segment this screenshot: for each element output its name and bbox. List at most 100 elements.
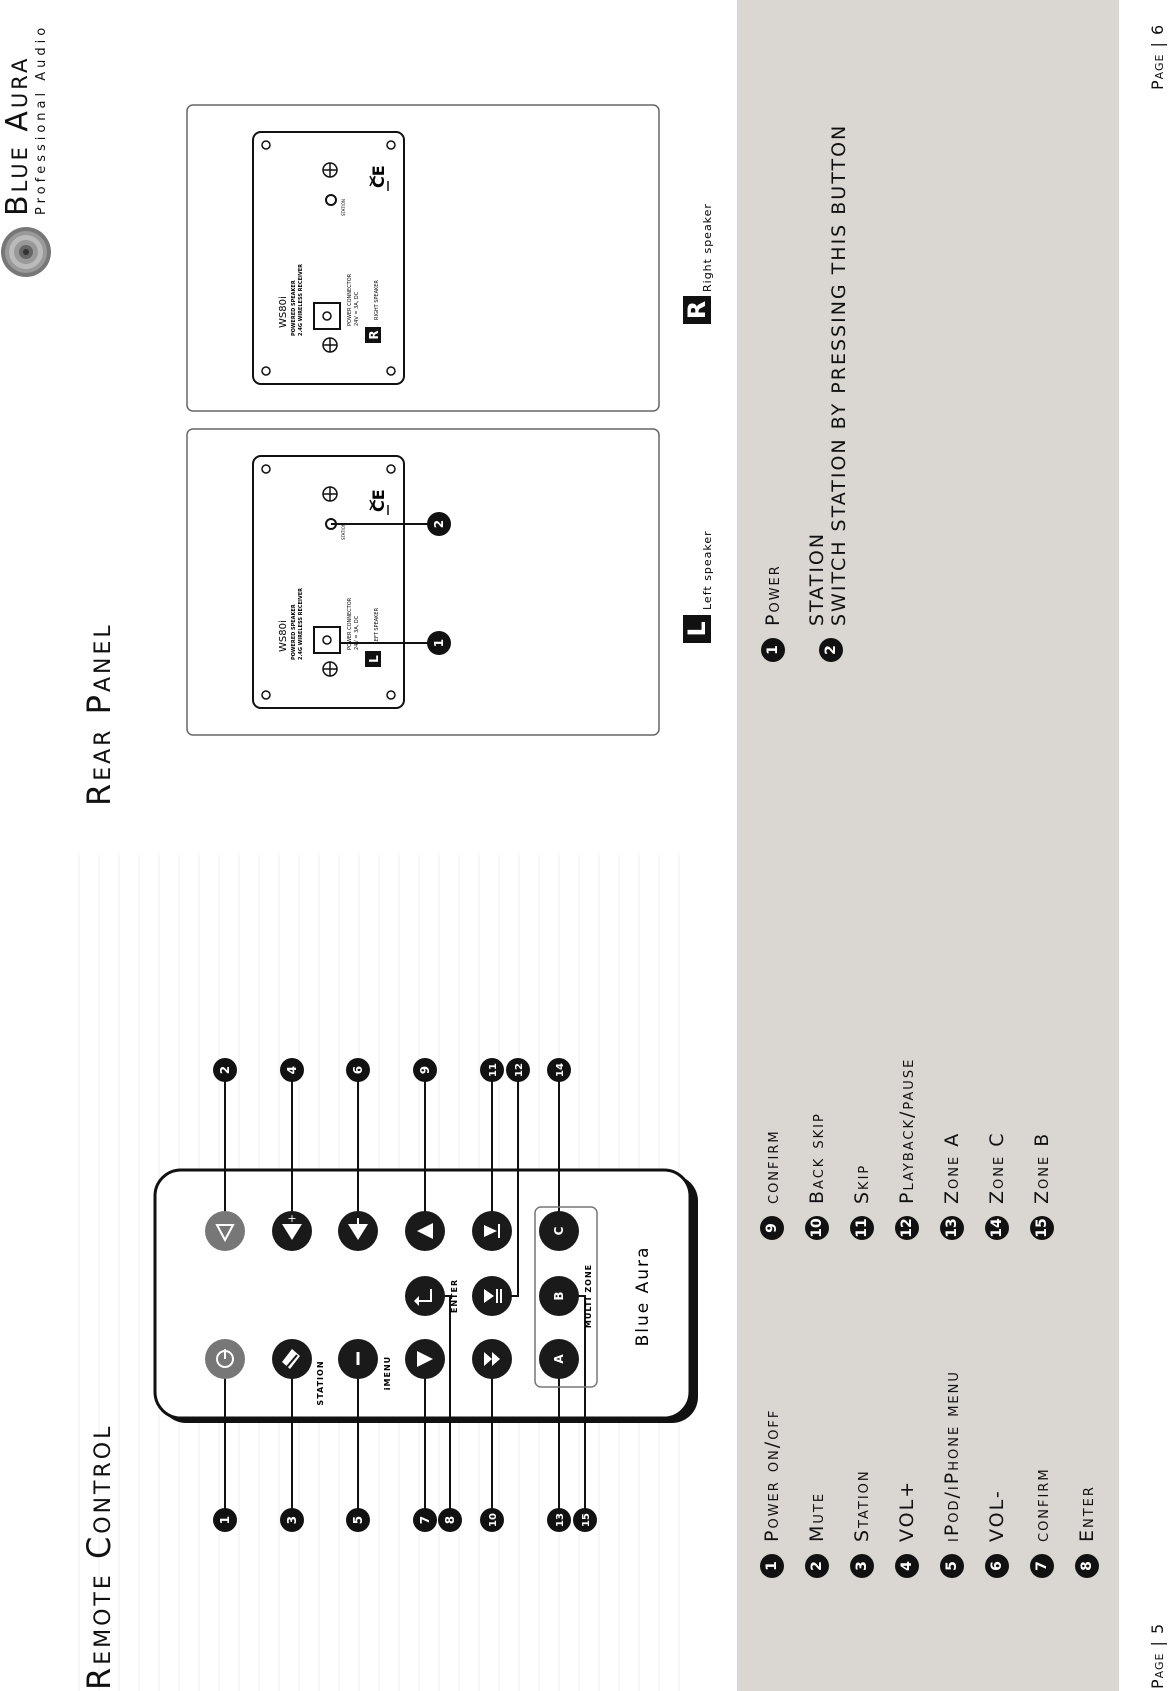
power-button[interactable] <box>205 1339 245 1379</box>
legend-label: VOL- <box>986 1489 1008 1542</box>
svg-text:14: 14 <box>555 1063 566 1077</box>
right-ws80i-label: WS80i <box>278 296 289 328</box>
confirm-left-button[interactable] <box>405 1211 445 1251</box>
legend-number: 1 <box>760 1554 784 1578</box>
legend-number: 14 <box>985 1216 1009 1240</box>
legend-label: Playback/pause <box>896 1057 918 1204</box>
vol-up-button[interactable]: + <box>272 1211 312 1251</box>
legend-number: 11 <box>850 1216 874 1240</box>
callout-11: 11 <box>480 1058 504 1082</box>
legend-label: confirm <box>761 1129 783 1204</box>
left-ws80i-label: WS80i <box>278 620 289 652</box>
left-plate-L-badge <box>365 651 381 667</box>
legend-number: 9 <box>760 1216 784 1240</box>
legend-label: Enter <box>1076 1485 1098 1542</box>
callout-2: 2 <box>213 1058 237 1082</box>
mute-button[interactable] <box>205 1211 245 1251</box>
svg-text:LEFT SPEAKER: LEFT SPEAKER <box>374 607 380 644</box>
svg-text:12: 12 <box>514 1063 525 1077</box>
svg-text:9: 9 <box>418 1066 432 1074</box>
callout-12: 12 <box>506 1058 530 1082</box>
enter-label: ENTER <box>450 1279 459 1313</box>
svg-text:3: 3 <box>285 1516 299 1524</box>
callout-6: 6 <box>346 1058 370 1082</box>
svg-text:POWER CONNECTOR: POWER CONNECTOR <box>347 597 353 650</box>
svg-text:CE: CE <box>369 165 388 188</box>
right-speaker-caption: Right speaker <box>701 203 714 292</box>
svg-text:6: 6 <box>351 1066 365 1074</box>
callout-7: 7 <box>413 1508 437 1532</box>
rear-panel-diagram: WS80i POWERED SPEAKER 2.4G WIRELESS RECE… <box>186 104 714 736</box>
legend-label: Zone C <box>986 1131 1008 1205</box>
legend-number: 15 <box>1030 1216 1054 1240</box>
zone-c-button[interactable]: C <box>539 1211 579 1251</box>
station-button[interactable] <box>272 1339 312 1379</box>
right-power-connector[interactable] <box>313 302 341 330</box>
page-number-left: Page | 5 <box>1148 1622 1167 1689</box>
legend-item-13: 13 Zone A <box>940 1132 964 1240</box>
svg-text:2: 2 <box>218 1066 232 1074</box>
zone-c-letter: C <box>552 1226 566 1235</box>
left-power-connector[interactable] <box>313 626 341 654</box>
multizone-frame <box>534 1206 598 1388</box>
remote-brand-label: Blue Aura <box>633 1246 653 1347</box>
imenu-button[interactable] <box>338 1339 378 1379</box>
legend-number: 13 <box>940 1216 964 1240</box>
svg-text:24V = 3A, DC: 24V = 3A, DC <box>354 291 360 326</box>
legend-number: 6 <box>985 1554 1009 1578</box>
legend-number: 2 <box>819 638 843 662</box>
callout-9: 9 <box>413 1058 437 1082</box>
svg-text:2.4G WIRELESS RECEIVER: 2.4G WIRELESS RECEIVER <box>298 264 304 336</box>
legend-label: STATION <box>806 531 828 626</box>
legend-number: 5 <box>940 1554 964 1578</box>
svg-text:24V = 3A, DC: 24V = 3A, DC <box>354 615 360 650</box>
svg-text:15: 15 <box>581 1513 592 1527</box>
right-station-button[interactable] <box>325 194 337 206</box>
remote-control-diagram: + <box>153 1058 698 1532</box>
legend-label: Zone A <box>941 1131 963 1204</box>
svg-text:4: 4 <box>285 1066 299 1074</box>
right-speaker-plate <box>252 131 405 385</box>
svg-text:CE: CE <box>369 489 388 512</box>
vol-down-button[interactable] <box>338 1211 378 1251</box>
enter-button[interactable] <box>405 1276 445 1316</box>
skip-button[interactable] <box>472 1211 512 1251</box>
rear-callout-1: 1 <box>427 631 451 655</box>
zone-b-button[interactable]: B <box>539 1276 579 1316</box>
legend-detail: SWITCH STATION BY PRESSING THIS BUTTON <box>828 123 850 626</box>
svg-text:R: R <box>367 330 381 339</box>
legend-label: Power on/off <box>761 1408 783 1542</box>
confirm-right-button[interactable] <box>405 1339 445 1379</box>
play-pause-button[interactable] <box>472 1276 512 1316</box>
left-speaker-caption: Left speaker <box>701 530 714 610</box>
svg-text:10: 10 <box>488 1513 499 1527</box>
legend-label: Skip <box>851 1163 873 1204</box>
legend-background-band <box>737 0 1119 1691</box>
svg-text:1: 1 <box>432 639 446 647</box>
back-skip-button[interactable] <box>472 1339 512 1379</box>
callout-8: 8 <box>438 1508 462 1532</box>
imenu-label: iMENU <box>383 1356 392 1390</box>
legend-number: 3 <box>850 1554 874 1578</box>
zone-a-button[interactable]: A <box>539 1339 579 1379</box>
right-plate-R-badge <box>365 327 381 343</box>
legend-item-6: 6 VOL- <box>985 1489 1009 1578</box>
left-speaker-letter: L <box>683 621 711 636</box>
rear-callout-leaders <box>331 523 439 644</box>
svg-text:13: 13 <box>555 1513 566 1527</box>
legend-item-9: 9 confirm <box>760 1129 784 1240</box>
callout-4: 4 <box>280 1058 304 1082</box>
legend-number: 7 <box>1030 1554 1054 1578</box>
svg-text:2: 2 <box>432 520 446 528</box>
right-speaker-letter: R <box>683 301 711 319</box>
rear-callout-2: 2 <box>427 512 451 536</box>
svg-text:1: 1 <box>218 1516 232 1524</box>
